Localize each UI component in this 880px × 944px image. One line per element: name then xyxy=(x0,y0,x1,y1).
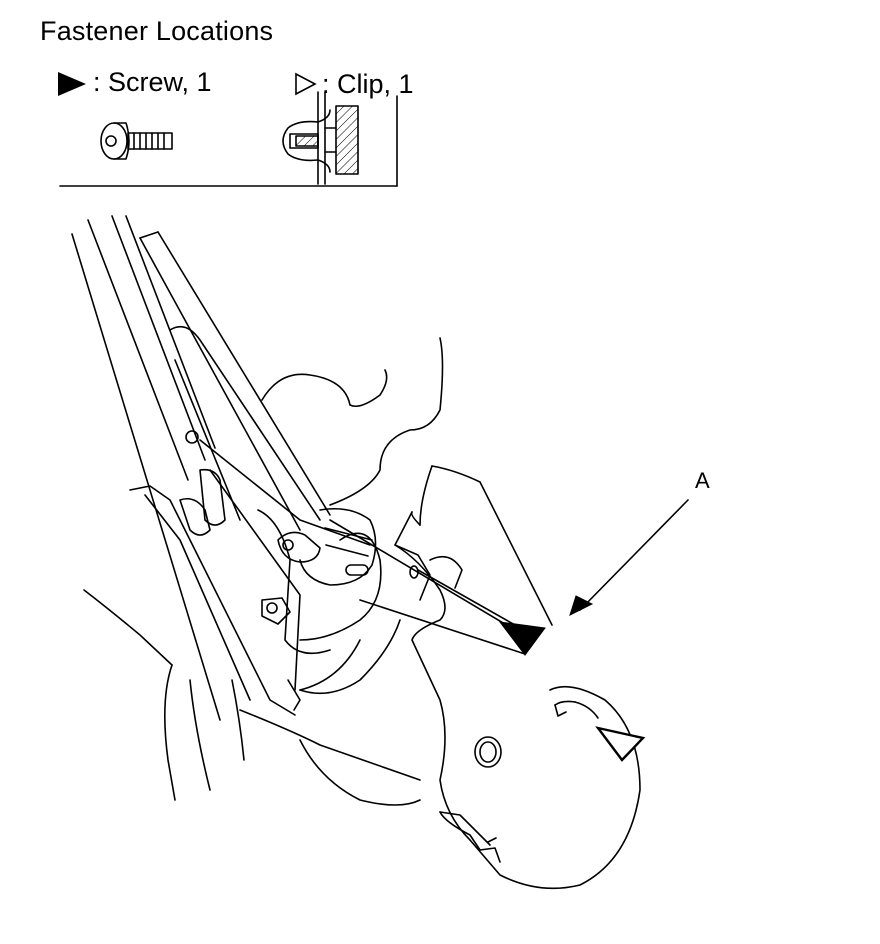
seat-body-outline xyxy=(83,337,444,806)
clip-marker-icon xyxy=(295,72,317,96)
screw-legend-label: : Screw, 1 xyxy=(93,67,212,97)
pillar-structure xyxy=(71,215,331,721)
clip-location-marker xyxy=(595,726,646,762)
screw-illustration xyxy=(100,122,173,160)
clip-legend-label: : Clip, 1 xyxy=(322,69,414,99)
callout-label-a: A xyxy=(695,468,710,493)
screw-marker-icon xyxy=(58,72,86,96)
seat-cover-panel xyxy=(394,465,641,890)
view-arrow-a xyxy=(569,499,689,616)
diagram-title: Fastener Locations xyxy=(40,16,274,46)
legend-frame xyxy=(59,95,398,187)
screw-location-marker xyxy=(498,621,546,656)
recliner-mechanism xyxy=(199,439,377,711)
fastener-leaders xyxy=(329,519,526,655)
clip-illustration xyxy=(282,91,359,185)
